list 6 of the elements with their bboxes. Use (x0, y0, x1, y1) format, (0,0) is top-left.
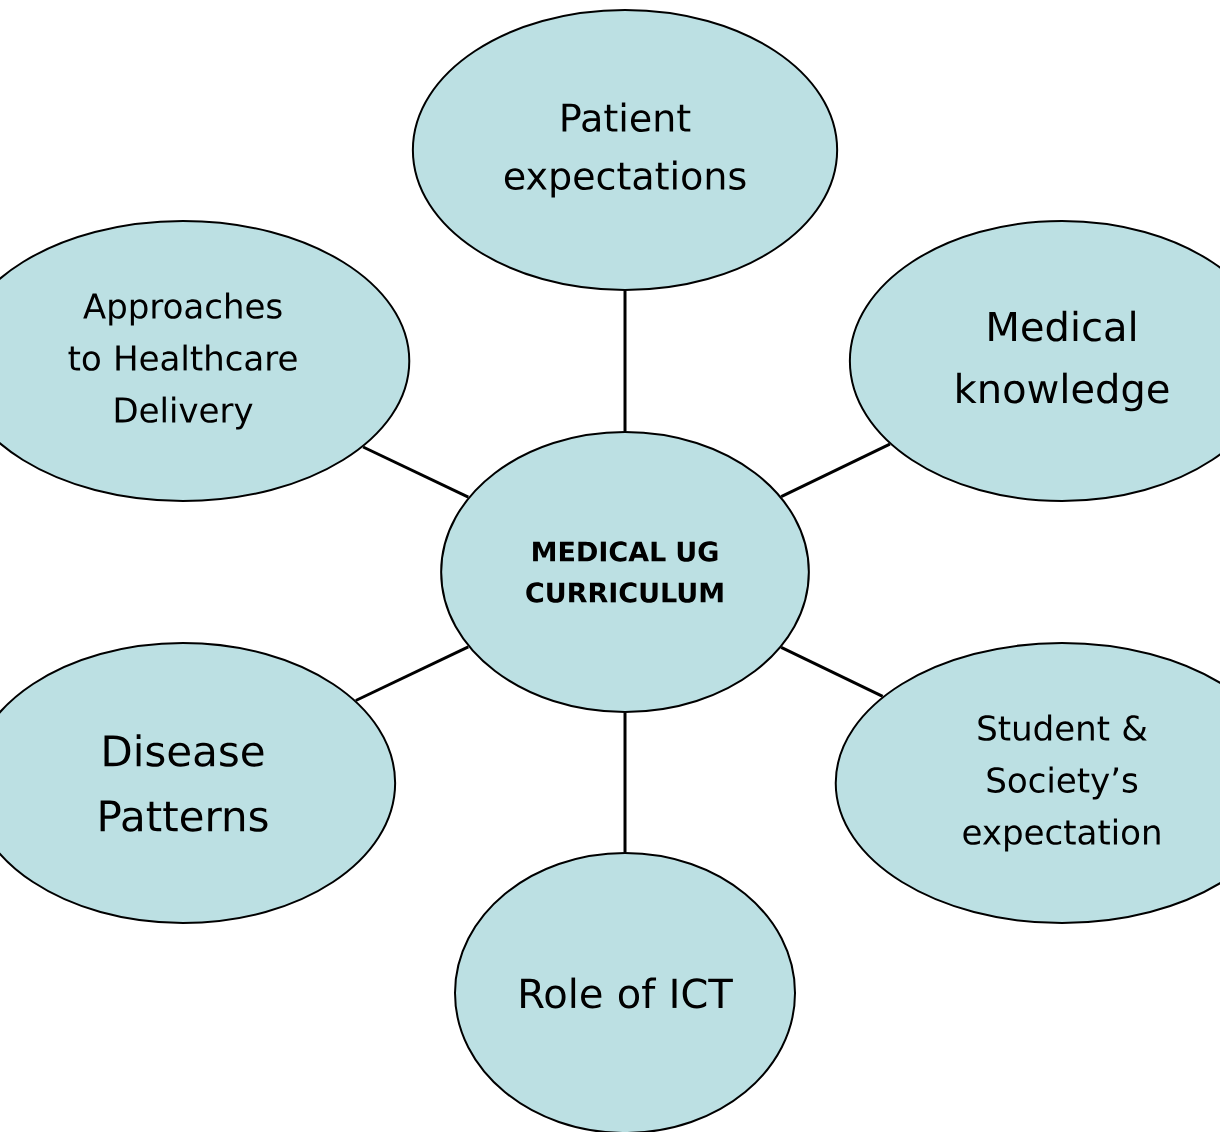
connector-line (362, 445, 469, 499)
connector-line (780, 646, 884, 698)
connector-line (623, 713, 627, 852)
connector-line (780, 442, 891, 498)
connector-line (355, 645, 469, 702)
connector-line (623, 291, 627, 431)
